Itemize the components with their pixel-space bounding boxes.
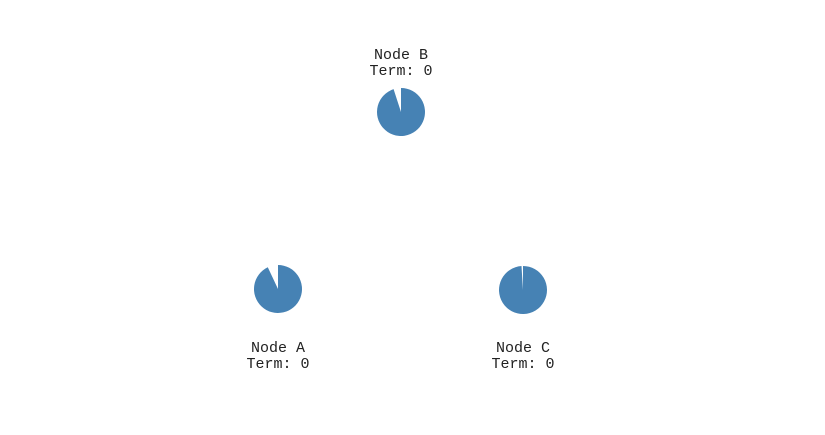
node-c-timer: [498, 266, 548, 315]
node-c[interactable]: Node C Term: 0: [491, 266, 555, 373]
node-a[interactable]: Node A Term: 0: [246, 265, 310, 373]
node-b-timer: [377, 88, 425, 137]
node-b-name: Node B: [374, 47, 428, 64]
node-a-timer: [254, 265, 302, 313]
node-c-name: Node C: [496, 340, 550, 357]
node-a-term: Term: 0: [246, 356, 309, 373]
node-c-term: Term: 0: [491, 356, 554, 373]
node-b-term: Term: 0: [369, 63, 432, 80]
node-b[interactable]: Node B Term: 0: [369, 47, 433, 137]
node-a-name: Node A: [251, 340, 305, 357]
